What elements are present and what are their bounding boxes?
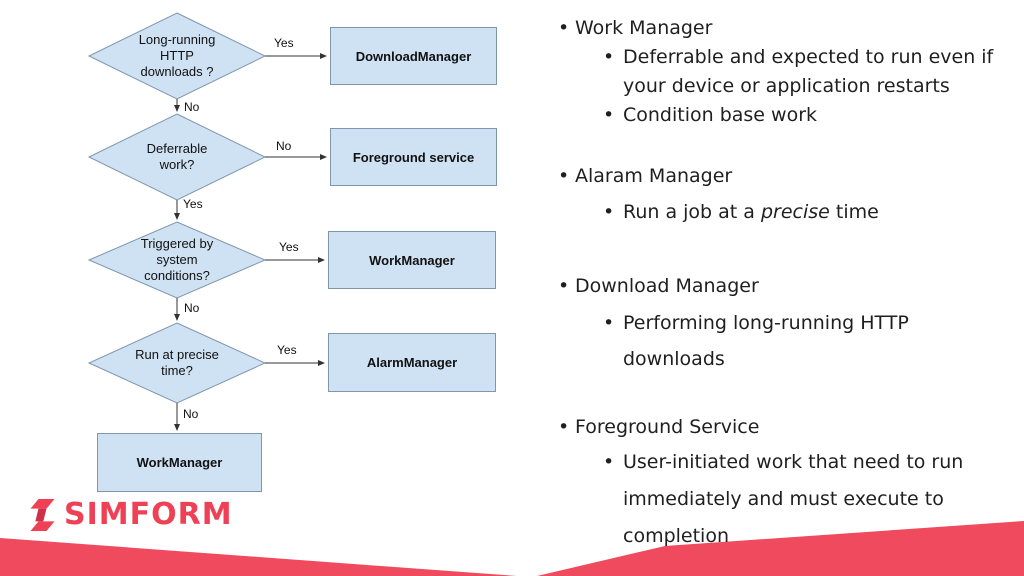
notes-column: •Work Manager •Deferrable and expected t… (556, 17, 1022, 547)
simform-logo: SIMFORM (28, 497, 233, 532)
note-text: immediately and must execute to (623, 488, 944, 510)
edge-label-d1-no: No (184, 100, 200, 114)
bullet-dot: • (558, 416, 570, 438)
edge-label-d4-no: No (183, 407, 199, 421)
diamond-label-line: work? (159, 157, 195, 172)
simform-logo-icon (30, 498, 55, 531)
diamond-label-line: Long-running (138, 32, 216, 47)
note-title-download-manager: •Download Manager (556, 275, 1022, 297)
flow-box-workmanager: WorkManager (328, 231, 496, 289)
note-text: Deferrable and expected to run even if (623, 46, 994, 68)
note-text: Work Manager (575, 17, 713, 39)
simform-logo-text: SIMFORM (64, 497, 233, 532)
note-item-performing: • Performing long-running HTTP (556, 312, 1022, 334)
note-item-deferrable: • Deferrable and expected to run even if (556, 46, 1022, 68)
note-title-foreground-service: •Foreground Service (556, 416, 1022, 438)
note-text: Alaram Manager (575, 165, 733, 187)
edge-label-d2-yes: Yes (183, 197, 203, 211)
note-item-user-initiated-cont: immediately and must execute to (556, 488, 1022, 510)
flow-box-downloadmanager: DownloadManager (330, 27, 497, 85)
note-text: Foreground Service (575, 416, 760, 438)
bullet-dot: • (603, 312, 615, 334)
note-text: downloads (623, 348, 725, 370)
note-item-condition-base: • Condition base work (556, 104, 1022, 126)
note-text: Performing long-running HTTP (623, 312, 909, 334)
edge-label-d1-yes: Yes (274, 36, 294, 50)
note-item-user-initiated: • User-initiated work that need to run (556, 451, 1022, 473)
bullet-dot: • (558, 17, 570, 39)
note-title-work-manager: •Work Manager (556, 17, 1022, 39)
note-text: completion (623, 525, 730, 547)
note-text-italic: precise (760, 201, 830, 223)
diamond-label-triggered: Triggered by system conditions? (102, 236, 252, 284)
edge-label-d3-yes: Yes (279, 240, 299, 254)
bullet-dot: • (603, 201, 615, 223)
note-item-user-initiated-cont2: completion (556, 525, 1022, 547)
edge-label-d4-yes: Yes (277, 343, 297, 357)
bottom-left-accent-triangle (0, 538, 517, 576)
bottom-right-accent-wedge (537, 521, 1024, 576)
note-item-deferrable-cont: your device or application restarts (556, 75, 1022, 97)
bullet-dot: • (558, 165, 570, 187)
diamond-label-line: downloads ? (140, 64, 214, 79)
note-text: time (829, 201, 879, 223)
note-item-performing-cont: downloads (556, 348, 1022, 370)
note-text: User-initiated work that need to run (623, 451, 964, 473)
bullet-dot: • (603, 451, 615, 473)
diamond-label-precise-time: Run at precise time? (102, 347, 252, 379)
flowchart-canvas (87, 12, 327, 431)
note-item-run-job: • Run a job at a precise time (556, 201, 1022, 223)
diamond-label-line: Triggered by (140, 236, 214, 251)
note-text: your device or application restarts (623, 75, 950, 97)
diamond-label-line: Run at precise (135, 347, 219, 362)
edge-label-d2-no: No (276, 139, 292, 153)
bullet-dot: • (558, 275, 570, 297)
flow-box-alarmmanager: AlarmManager (328, 333, 496, 392)
diamond-label-line: Deferrable (146, 141, 208, 156)
diamond-label-long-running: Long-running HTTP downloads ? (102, 32, 252, 80)
note-title-alaram-manager: •Alaram Manager (556, 165, 1022, 187)
bullet-dot: • (603, 104, 615, 126)
diamond-label-deferrable: Deferrable work? (102, 141, 252, 173)
note-text: Download Manager (575, 275, 759, 297)
edge-label-d3-no: No (184, 301, 200, 315)
bullet-dot: • (603, 46, 615, 68)
flow-box-foreground-service: Foreground service (330, 128, 497, 186)
diamond-label-line: system (156, 252, 198, 267)
note-text: Condition base work (623, 104, 818, 126)
bottom-accent-canvas (0, 521, 1024, 576)
flow-box-workmanager-final: WorkManager (97, 433, 262, 492)
diamond-label-line: conditions? (144, 268, 210, 283)
diamond-label-line: HTTP (160, 48, 194, 63)
diamond-label-line: time? (161, 363, 193, 378)
note-text: Run a job at a (623, 201, 761, 223)
